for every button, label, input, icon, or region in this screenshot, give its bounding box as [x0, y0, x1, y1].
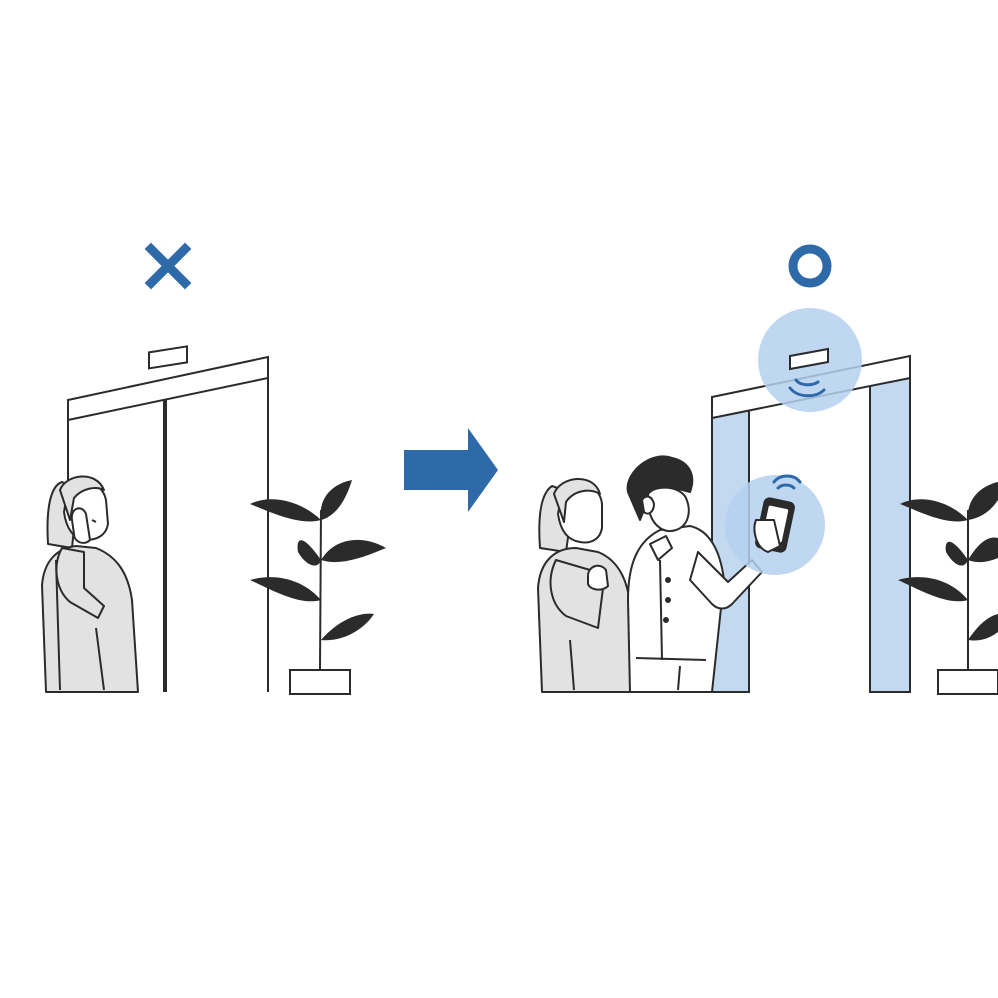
phone-signal-icon [772, 474, 802, 490]
wireless-signal-icon [788, 378, 826, 398]
smartphone-icon [753, 497, 795, 553]
elevator-door-closed [67, 345, 269, 692]
before-panel [41, 242, 386, 695]
potted-plant [250, 480, 386, 695]
circle-mark-icon [788, 244, 832, 288]
woman-on-phone [41, 475, 139, 693]
woman [537, 478, 635, 693]
door-sensor [789, 347, 829, 371]
arrow-right-icon [404, 428, 498, 512]
potted-plant-right [898, 482, 998, 695]
cross-mark-icon [144, 242, 192, 290]
after-panel [537, 244, 998, 695]
nurse-holding-phone [626, 455, 763, 693]
